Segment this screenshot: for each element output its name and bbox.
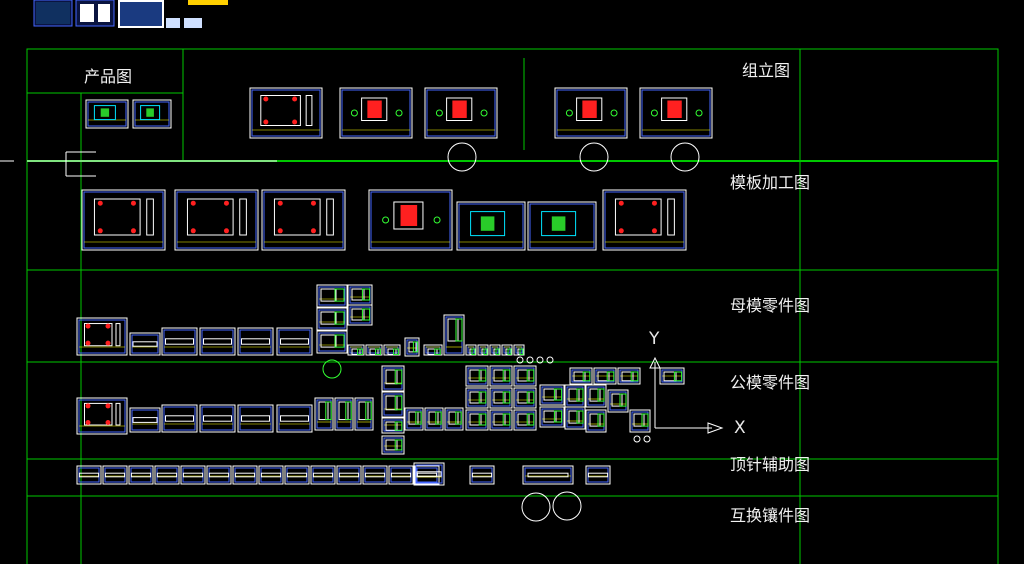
drawing-sheet — [569, 367, 593, 385]
drawing-sheet — [413, 462, 445, 486]
drawing-sheet — [258, 465, 284, 485]
drawing-sheet — [284, 465, 310, 485]
drawing-sheet — [362, 465, 388, 485]
drawing-sheet — [199, 404, 236, 433]
drawing-sheet — [161, 404, 198, 433]
drawing-sheet — [564, 384, 586, 408]
frame-grid — [26, 48, 999, 564]
drawing-sheet — [354, 397, 374, 431]
drawing-sheet — [539, 384, 565, 406]
drawing-sheet — [128, 465, 154, 485]
drawing-sheet — [76, 317, 128, 356]
drawing-sheet — [249, 87, 323, 139]
drawing-sheet — [554, 87, 628, 139]
drawing-sheet — [381, 417, 405, 434]
drawing-sheet — [81, 189, 166, 251]
drawing-sheet — [522, 465, 574, 485]
drawing-sheet — [388, 465, 414, 485]
drawing-sheet — [585, 384, 607, 408]
drawing-sheet — [237, 404, 274, 433]
section-label-core-parts: 公模零件图 — [730, 373, 811, 392]
drawing-sheet — [276, 327, 313, 356]
drawing-sheet — [85, 99, 129, 129]
drawing-sheet — [76, 397, 128, 435]
drawing-sheet — [489, 365, 513, 387]
drawing-sheet — [527, 201, 597, 251]
drawing-sheet — [261, 189, 346, 251]
drawing-sheet — [469, 465, 495, 485]
drawing-sheet — [513, 409, 537, 431]
drawing-sheet — [161, 327, 198, 356]
drawing-sheet — [659, 367, 685, 385]
drawing-sheet — [316, 330, 348, 354]
drawing-sheet — [316, 307, 348, 331]
drawing-sheet — [465, 365, 489, 387]
drawing-sheet — [310, 465, 336, 485]
drawing-sheet — [199, 327, 236, 356]
drawing-sheet — [639, 87, 713, 139]
ucs-y-label: Y — [649, 329, 660, 349]
drawing-sheet — [602, 189, 687, 251]
drawing-sheet — [154, 465, 180, 485]
drawing-sheet — [456, 201, 526, 251]
drawing-sheet — [174, 189, 259, 251]
drawing-sheet — [465, 409, 489, 431]
section-label-ejector-aux: 顶针辅助图 — [730, 455, 811, 474]
drawing-sheet — [232, 465, 258, 485]
drawing-sheet — [76, 465, 102, 485]
drawing-sheet — [424, 87, 498, 139]
drawing-sheet — [381, 435, 405, 455]
drawing-sheet — [585, 465, 611, 485]
drawing-sheet — [102, 465, 128, 485]
drawing-sheet — [316, 284, 348, 308]
ucs-x-label: X — [734, 418, 746, 438]
section-label-product: 产品图 — [84, 67, 133, 86]
balloon-circles — [322, 142, 700, 522]
drawing-sheet — [129, 407, 161, 433]
drawing-sheet — [593, 367, 617, 385]
drawing-sheet — [347, 304, 373, 326]
top-thumbnails — [33, 0, 228, 28]
drawing-sheet — [180, 465, 206, 485]
drawing-sheet — [617, 367, 641, 385]
drawing-sheet — [381, 365, 405, 392]
drawing-sheet — [404, 337, 420, 357]
drawing-sheet — [314, 397, 334, 431]
drawing-sheet — [629, 409, 651, 433]
drawing-sheet — [381, 391, 405, 418]
drawing-sheet — [339, 87, 413, 139]
drawing-sheets — [76, 87, 713, 486]
drawing-sheet — [404, 407, 424, 431]
drawing-sheet — [513, 387, 537, 409]
drawing-sheet — [443, 314, 465, 356]
drawing-sheet — [129, 332, 161, 356]
drawing-sheet — [585, 409, 607, 433]
drawing-sheet — [489, 409, 513, 431]
drawing-sheet — [539, 406, 565, 428]
drawing-sheet — [444, 407, 464, 431]
drawing-sheet — [414, 465, 440, 485]
crosshair — [0, 151, 96, 177]
drawing-sheet — [276, 404, 313, 433]
drawing-sheet — [513, 365, 537, 387]
drawing-sheet — [132, 99, 172, 129]
section-label-cavity-parts: 母模零件图 — [730, 296, 811, 315]
section-label-insert-parts: 互换镶件图 — [730, 506, 811, 525]
drawing-sheet — [564, 406, 586, 430]
drawing-sheet — [334, 397, 354, 431]
drawing-sheet — [368, 189, 453, 251]
drawing-sheet — [206, 465, 232, 485]
drawing-sheet — [336, 465, 362, 485]
ucs-icon — [649, 356, 724, 434]
section-label-assembly: 组立图 — [742, 61, 791, 80]
drawing-sheet — [237, 327, 274, 356]
drawing-sheet — [424, 407, 444, 431]
section-label-plate-machining: 模板加工图 — [730, 173, 811, 192]
drawing-sheet — [489, 387, 513, 409]
drawing-sheet — [607, 389, 629, 413]
drawing-sheet — [465, 387, 489, 409]
